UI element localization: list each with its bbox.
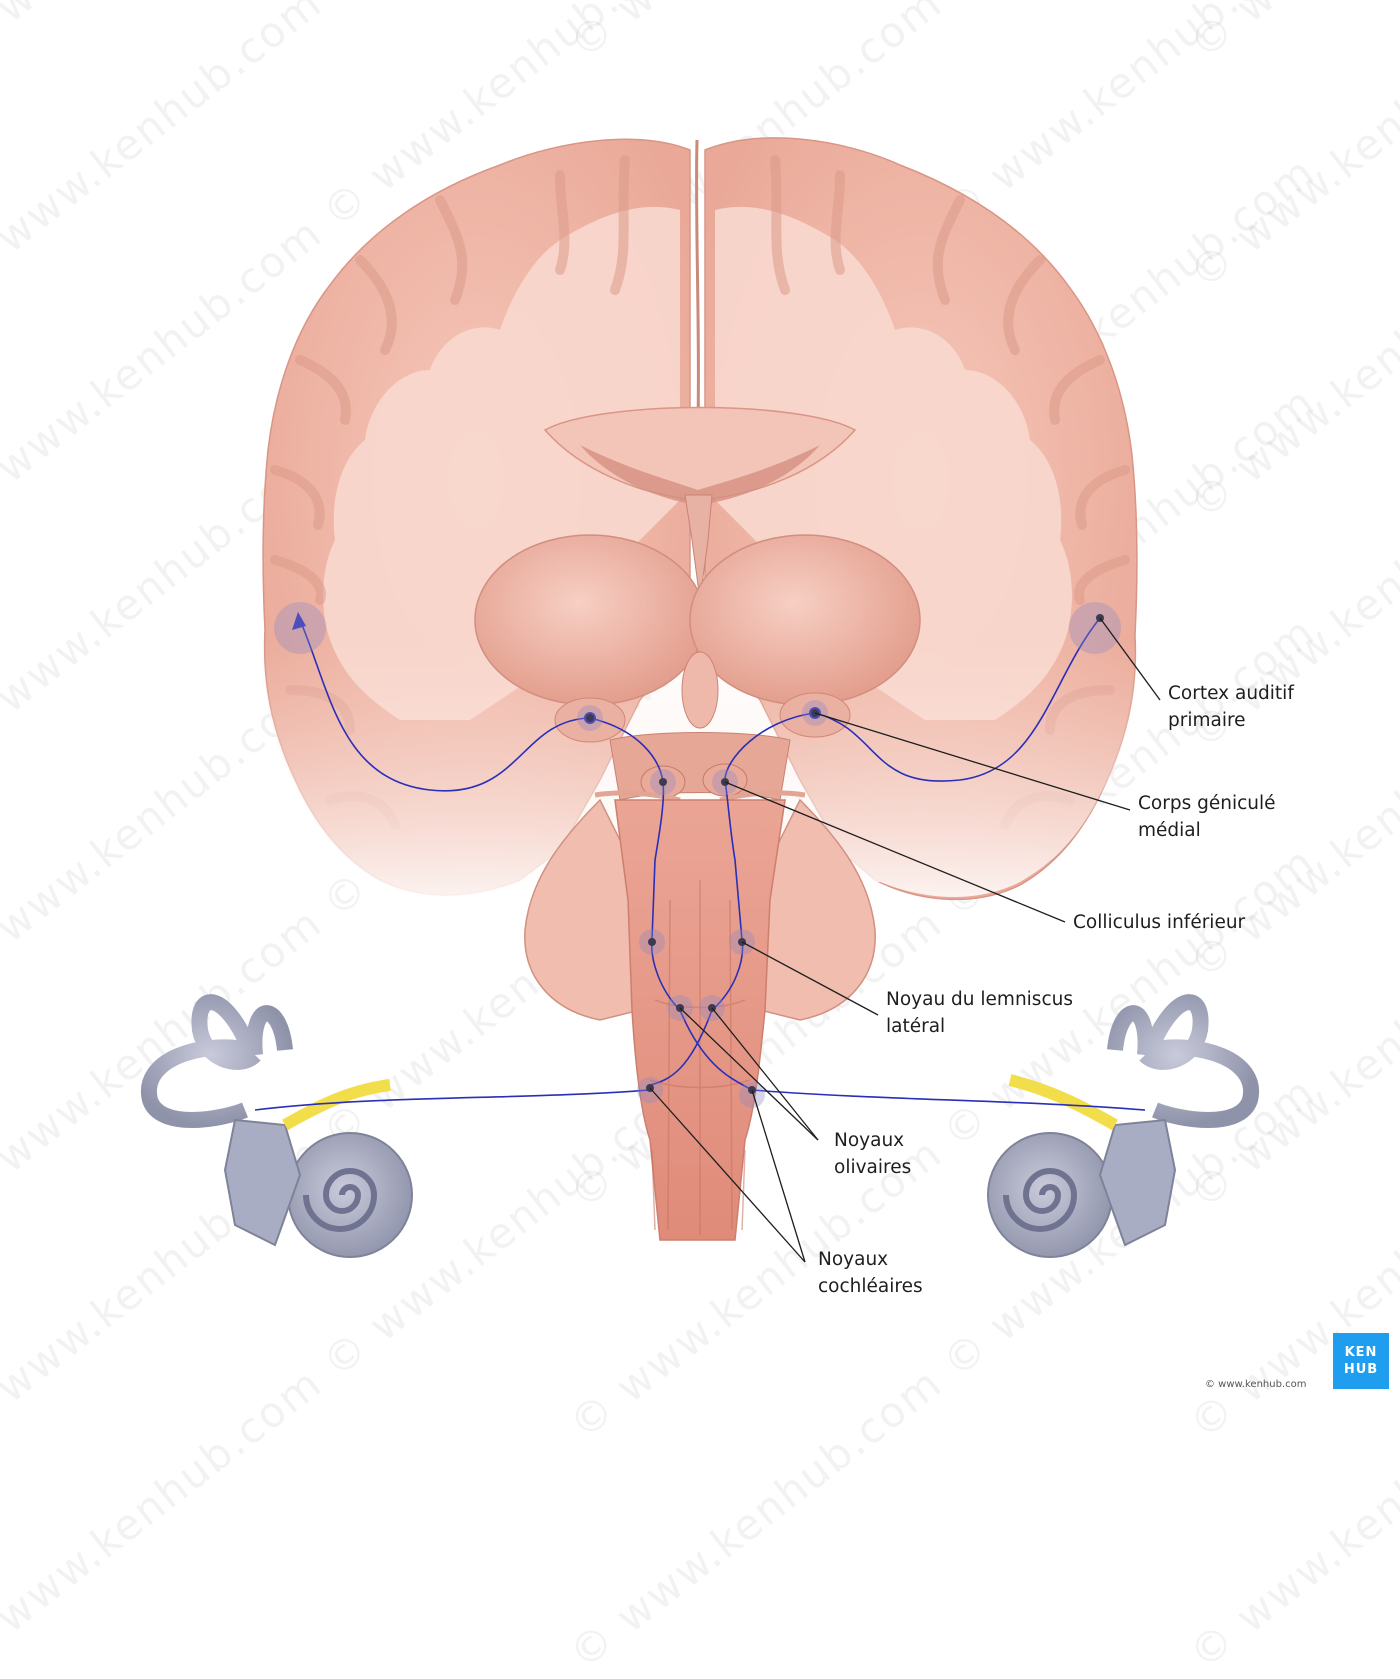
label-colliculus-text: Colliculus inférieur xyxy=(1073,912,1246,933)
label-cortex-line1: Cortex auditif xyxy=(1168,683,1294,704)
right-vestibule xyxy=(1098,1118,1177,1247)
septum xyxy=(684,494,713,601)
label-olivary-line2: olivaires xyxy=(834,1157,912,1178)
label-geniculate-line2: médial xyxy=(1138,820,1201,841)
trochlear-nerves xyxy=(594,790,806,803)
label-primary-auditory-cortex: Cortex auditif primaire xyxy=(1168,680,1294,734)
label-medial-geniculate-body: Corps géniculé médial xyxy=(1138,790,1276,844)
copyright-notice: © www.kenhub.com xyxy=(1205,1379,1307,1390)
left-cochlear-fiber xyxy=(254,1089,651,1111)
logo-line2: HUB xyxy=(1343,1362,1379,1377)
tectum xyxy=(609,732,791,801)
label-lateral-lemniscus-nucleus: Noyau du lemniscus latéral xyxy=(886,986,1073,1040)
logo-line1: KEN xyxy=(1344,1345,1378,1360)
thalamus-midbrain xyxy=(474,534,921,803)
pineal xyxy=(681,651,719,729)
leader-cochlear-1 xyxy=(649,1087,806,1263)
label-lemniscus-line2: latéral xyxy=(886,1016,946,1037)
auditory-pathway xyxy=(254,612,1146,1111)
left-ic-dot xyxy=(659,778,667,786)
left-ascending-tract xyxy=(589,717,681,1011)
left-vestibulocochlear-nerve xyxy=(282,1079,391,1131)
label-cochlear-nuclei: Noyaux cochléaires xyxy=(818,1246,923,1300)
left-radiation xyxy=(299,619,591,792)
leader-geniculate xyxy=(814,712,1131,811)
lateral-ventricles xyxy=(580,445,820,505)
right-cortex-region xyxy=(1069,602,1121,654)
left-cochlea-spiral xyxy=(303,1168,378,1232)
leader-cochlear-2 xyxy=(751,1089,806,1263)
label-cortex-line2: primaire xyxy=(1168,710,1246,731)
left-inner-ear xyxy=(140,994,413,1258)
left-semicircular-canals xyxy=(140,994,293,1128)
leader-lines xyxy=(649,617,1161,1263)
label-inferior-colliculus: Colliculus inférieur xyxy=(1073,909,1245,936)
label-lemniscus-line1: Noyau du lemniscus xyxy=(886,989,1073,1010)
longitudinal-fissure xyxy=(695,139,700,421)
label-cochlear-line2: cochléaires xyxy=(818,1276,923,1297)
left-vestibule xyxy=(223,1118,302,1247)
brainstem xyxy=(524,798,876,1241)
label-olivary-line1: Noyaux xyxy=(834,1130,905,1151)
left-radiation-arrowhead xyxy=(292,612,306,630)
leader-cortex xyxy=(1099,617,1161,701)
right-vestibulocochlear-nerve xyxy=(1008,1074,1118,1131)
leader-lemniscus xyxy=(741,941,879,1016)
leader-colliculus xyxy=(724,781,1066,923)
crossing-fibers xyxy=(649,1009,753,1091)
leader-olivary-2 xyxy=(711,1007,819,1141)
kenhub-logo: KEN HUB xyxy=(1333,1333,1389,1389)
right-semicircular-canals xyxy=(1107,994,1260,1128)
label-geniculate-line1: Corps géniculé xyxy=(1138,793,1276,814)
right-cochlea-spiral xyxy=(1003,1168,1078,1232)
right-radiation xyxy=(814,617,1101,782)
left-cortex-region xyxy=(274,602,326,654)
left-thalamus xyxy=(474,534,706,706)
anatomy-illustration xyxy=(140,137,1260,1263)
right-thalamus xyxy=(689,534,921,706)
cerebellar-peduncles xyxy=(524,798,876,1021)
right-ascending-tract xyxy=(711,712,816,1011)
leader-olivary-1 xyxy=(679,1007,819,1141)
right-cochlear-fiber xyxy=(751,1089,1146,1111)
brainstem-striations xyxy=(649,880,751,1235)
right-inner-ear xyxy=(987,994,1260,1258)
left-ll-dot xyxy=(648,938,656,946)
left-mgb-dot xyxy=(584,712,596,724)
label-cochlear-line1: Noyaux xyxy=(818,1249,889,1270)
label-olivary-nuclei: Noyaux olivaires xyxy=(834,1127,911,1181)
